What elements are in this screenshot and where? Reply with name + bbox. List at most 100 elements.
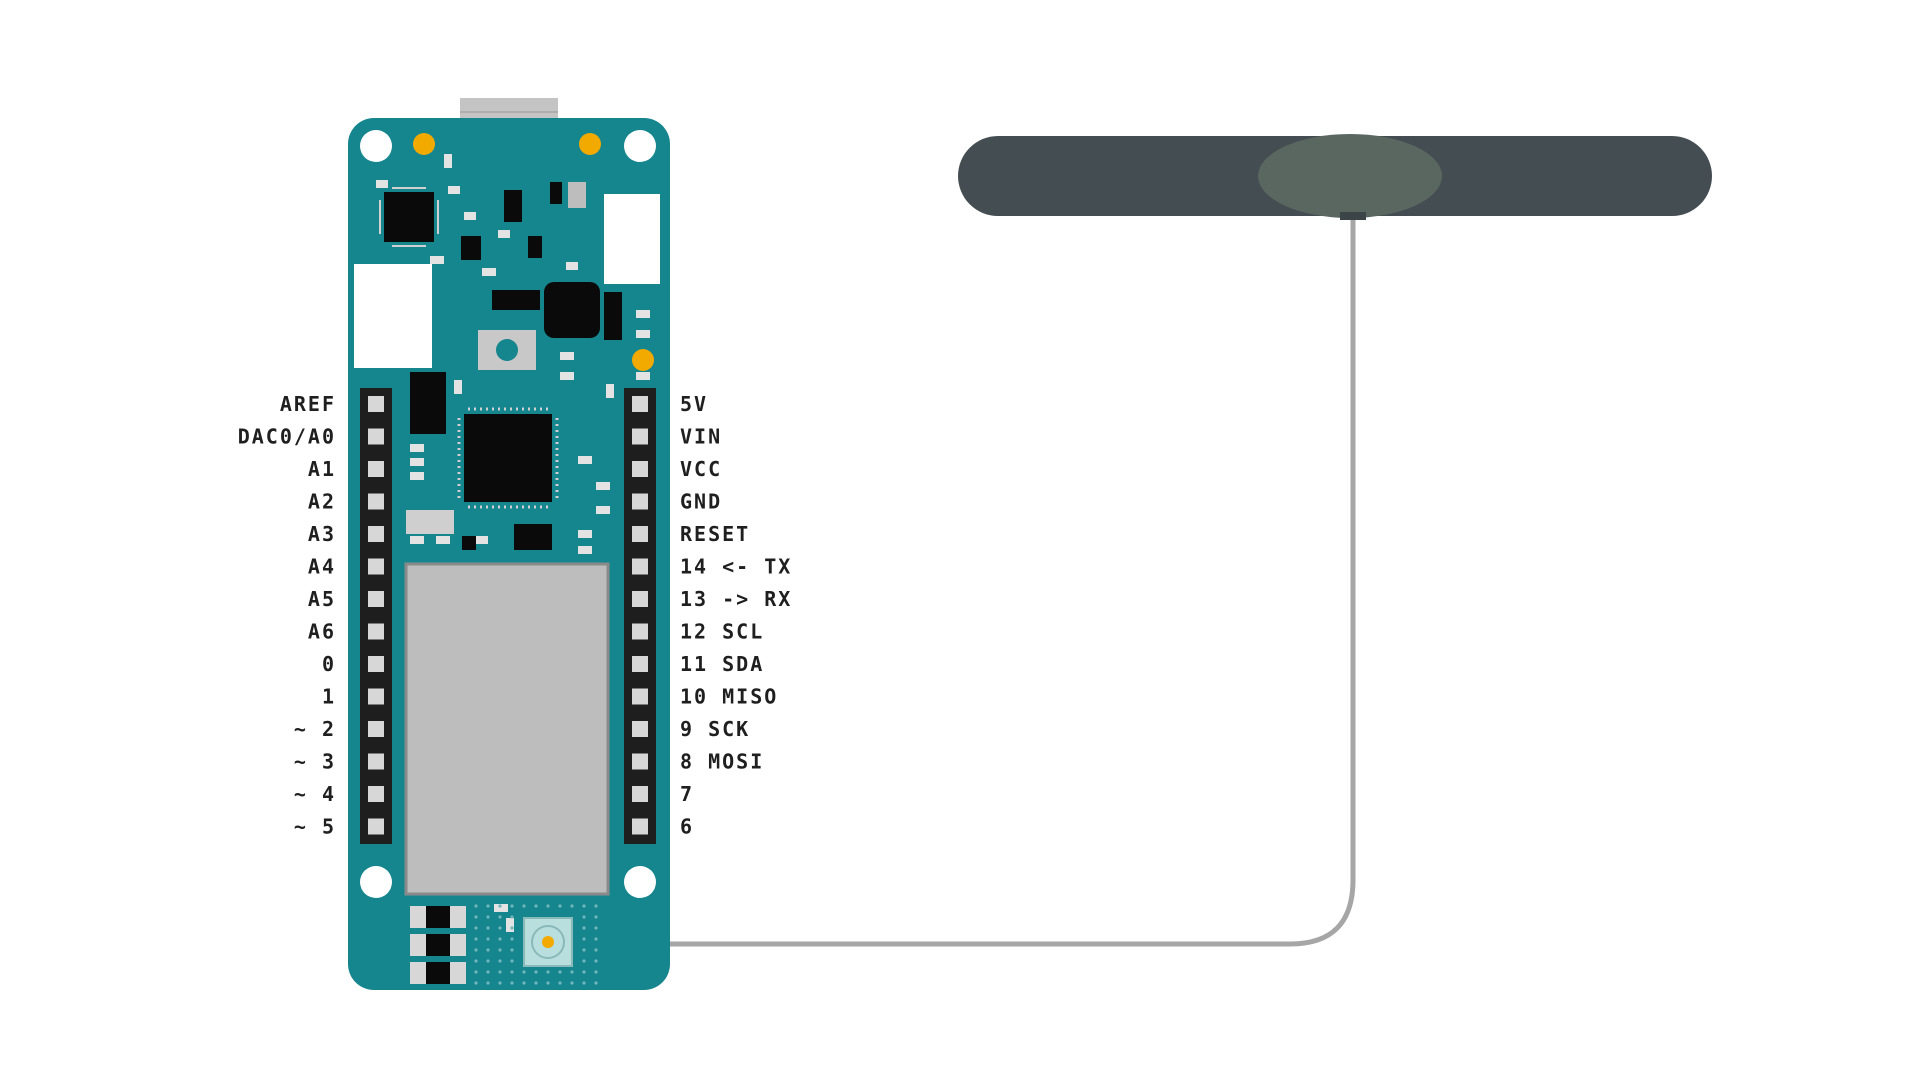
pin-label: AREF [280, 392, 336, 416]
via-dot [486, 926, 490, 930]
via-dot [570, 970, 574, 974]
header-right-pad [632, 461, 648, 477]
via-dot [582, 981, 586, 985]
pin-label: 13 -> RX [680, 587, 792, 611]
via-dot [510, 948, 514, 952]
pin-label: VIN [680, 425, 722, 449]
via-dot [570, 981, 574, 985]
pin-label: 7 [680, 782, 694, 806]
via-dot [546, 981, 550, 985]
transistor-b [528, 236, 542, 258]
header-left-pad [368, 526, 384, 542]
via-dot [558, 904, 562, 908]
via-dot [546, 970, 550, 974]
pin-label: A6 [308, 620, 336, 644]
antenna-cable-joint [1340, 212, 1366, 220]
header-left-pad [368, 818, 384, 835]
via-dot [522, 904, 526, 908]
via-dot [486, 948, 490, 952]
via-dot [534, 981, 538, 985]
header-left [360, 388, 392, 844]
mount-hole-bottom-left [360, 866, 392, 898]
pin-label: ~ 3 [294, 750, 336, 774]
microcontroller-pins [457, 407, 559, 509]
via-dot [498, 937, 502, 941]
header-left-pad [368, 591, 384, 607]
header-right-pad [632, 623, 648, 640]
via-dot [498, 915, 502, 919]
header-left-pads [368, 396, 384, 835]
pin-label: RESET [680, 522, 750, 546]
pin-label: A2 [308, 490, 336, 514]
via-dot [582, 959, 586, 963]
pin-label: 1 [322, 685, 336, 709]
pin-label: 8 MOSI [680, 750, 764, 774]
reset-button [478, 330, 536, 370]
pin-label: 0 [322, 652, 336, 676]
via-dot [522, 981, 526, 985]
header-right [624, 388, 656, 844]
led-right [632, 349, 654, 371]
via-dot [498, 948, 502, 952]
header-right-pad [632, 591, 648, 607]
fuse-left [406, 510, 454, 534]
via-dot [582, 970, 586, 974]
via-dot [594, 970, 598, 974]
via-dot [510, 937, 514, 941]
via-dot [594, 937, 598, 941]
antenna [958, 134, 1712, 220]
header-left-pad [368, 688, 384, 705]
pin-label: ~ 5 [294, 815, 336, 839]
header-left-pad [368, 461, 384, 477]
antenna-cable [547, 212, 1356, 947]
via-dot [486, 904, 490, 908]
header-left-pad [368, 721, 384, 737]
bottom-jumpers [410, 906, 466, 984]
header-left-pad [368, 656, 384, 672]
header-left-pad [368, 558, 384, 575]
jst-connector-left [354, 264, 432, 368]
chip-left-block [410, 372, 446, 434]
pin-label: 11 SDA [680, 652, 764, 676]
transistor-a [550, 182, 562, 204]
pin-label: 14 <- TX [680, 555, 792, 579]
via-dot [582, 926, 586, 930]
mount-hole-top-right [624, 130, 656, 162]
pin-label: A4 [308, 555, 336, 579]
via-dot [498, 970, 502, 974]
header-right-pad [632, 818, 648, 835]
regulator [492, 290, 540, 310]
via-dot [510, 915, 514, 919]
header-right-pad [632, 688, 648, 705]
header-right-pad [632, 396, 648, 412]
via-dot [558, 981, 562, 985]
pin-label: 10 MISO [680, 685, 778, 709]
smd-pads [376, 154, 650, 932]
via-dot [474, 937, 478, 941]
via-dot [486, 970, 490, 974]
header-left-pad [368, 396, 384, 412]
header-right-pad [632, 428, 648, 445]
via-dot [486, 981, 490, 985]
via-dot [594, 926, 598, 930]
pin-label: 5V [680, 392, 708, 416]
via-dot [486, 937, 490, 941]
header-left-pad [368, 753, 384, 770]
via-dot [582, 948, 586, 952]
chip-crypto-pins [379, 187, 439, 247]
pin-label: ~ 4 [294, 782, 336, 806]
header-right-pad [632, 656, 648, 672]
header-right-pad [632, 753, 648, 770]
chip-bottom-mid [462, 536, 476, 550]
header-left-pad [368, 623, 384, 640]
pin-label: 12 SCL [680, 620, 764, 644]
via-dot [474, 915, 478, 919]
via-dot [510, 970, 514, 974]
ufl-connector-ring [531, 925, 565, 959]
via-dot [498, 981, 502, 985]
via-dot [474, 926, 478, 930]
via-dot [474, 981, 478, 985]
arduino-board [348, 98, 670, 990]
